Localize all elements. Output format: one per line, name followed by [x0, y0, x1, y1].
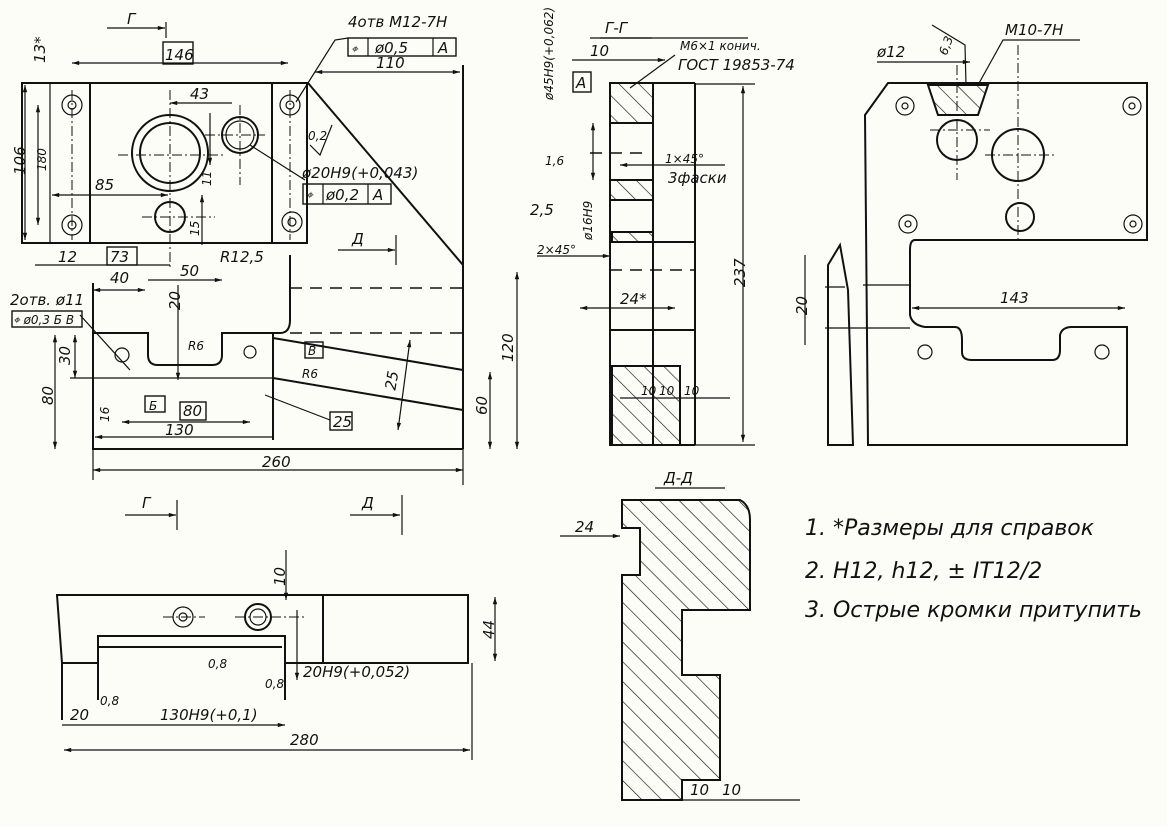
- chamfer-note-3: 2×45°: [537, 243, 576, 257]
- mounting-hole-icon: [895, 96, 1143, 360]
- side-view: ø12 6,3 M10-7H 20 143: [793, 21, 1148, 446]
- dim-50: 50: [180, 262, 199, 280]
- slot-20h9: 20H9(+0,052): [303, 663, 410, 681]
- dim-40: 40: [110, 269, 129, 287]
- dim-16: 16: [98, 406, 112, 422]
- dim-130: 130: [165, 421, 194, 439]
- chamfer-note-2: 3фаски: [668, 169, 727, 187]
- dim-10a-dd: 10: [690, 781, 709, 799]
- dim-12: 12: [58, 248, 77, 266]
- datum-b: Б: [149, 399, 157, 413]
- dim-10-bottom: 10: [271, 567, 289, 586]
- section-mark-g: Г: [127, 10, 137, 28]
- slot-130h9: 130H9(+0,1): [160, 706, 258, 724]
- thread-callout: 4отв M12-7H: [348, 13, 447, 31]
- thread-note-2: ГОСТ 19853-74: [678, 56, 795, 74]
- roughness-08-b: 0,8: [100, 694, 119, 708]
- chamfer-note-1: 1×45°: [665, 152, 704, 166]
- section-mark-g2: Г: [142, 494, 152, 512]
- dim-10c: 10: [684, 384, 700, 398]
- section-g-g: Г-Г 10 M6×1 конич. ГОСТ 19853-74 ø45H9(+…: [530, 7, 795, 446]
- tolerance-frame-3: ⌖ ø0,3 Б В: [13, 313, 74, 327]
- section-dd-title: Д-Д: [663, 469, 693, 487]
- dim-120: 120: [499, 333, 517, 362]
- section-mark-d: Д: [351, 230, 364, 248]
- bore-dim: ø45H9(+0,062): [542, 7, 556, 101]
- roughness-08-c: 0,8: [265, 677, 284, 691]
- svg-text:A: A: [437, 39, 448, 57]
- roughness-25: 2,5: [530, 201, 554, 219]
- dim-80b: 80: [183, 402, 202, 420]
- dim-25: 25: [381, 369, 402, 391]
- dim-24: 24*: [620, 290, 647, 308]
- section-gg-title: Г-Г: [605, 19, 629, 37]
- note-3: 3. Острые кромки притупить: [805, 598, 1142, 623]
- roughness-08-a: 0,8: [208, 657, 227, 671]
- svg-text:A: A: [372, 186, 383, 204]
- dim-11: 11: [200, 171, 214, 186]
- dim-80: 80: [39, 386, 57, 405]
- tolerance-frame-1: ⌖ ø0,5 A: [347, 37, 457, 57]
- plan-view: 146 13* 106 180 43 85 11 15 12 73 R12,5 …: [11, 10, 464, 449]
- dim-30: 30: [56, 346, 74, 365]
- bottom-view: 10 44 0,8 0,8 0,8 20H9(+0,052) 20 130H9(…: [55, 550, 498, 760]
- front-view: 40 50 20 2отв. ø11 ⌖ ø0,3 Б В 30 80 16 R…: [10, 255, 520, 535]
- roughness-02: 0,2: [308, 129, 327, 143]
- dim-20-bottom: 20: [70, 706, 89, 724]
- dim-73: 73: [110, 248, 129, 266]
- dim-146: 146: [165, 46, 194, 64]
- section-mark-d2: Д: [361, 494, 374, 512]
- dim-237: 237: [731, 258, 749, 287]
- dim-24-dd: 24: [575, 518, 594, 536]
- dim-280: 280: [290, 731, 319, 749]
- dim-60: 60: [473, 396, 491, 415]
- radius-r6-b: R6: [302, 367, 318, 381]
- dim-20: 20: [166, 291, 184, 310]
- datum-a: A: [575, 74, 586, 92]
- thread-note-1: M6×1 конич.: [680, 39, 761, 53]
- radius-r6-a: R6: [188, 339, 204, 353]
- radius-label: R12,5: [220, 248, 264, 266]
- dim-10a: 10: [641, 384, 657, 398]
- dim-110: 110: [376, 54, 405, 72]
- section-d-d: Д-Д 24 10 10: [560, 469, 800, 801]
- thread-m10: M10-7H: [1005, 21, 1063, 39]
- svg-text:ø0,5: ø0,5: [374, 39, 408, 57]
- dim-106: 106: [11, 146, 29, 175]
- note-2: 2. H12, h12, ± IT12/2: [805, 559, 1042, 584]
- svg-text:⌖: ⌖: [351, 42, 359, 56]
- dim-13: 13*: [31, 36, 49, 63]
- dim-20-side: 20: [793, 296, 811, 315]
- dim-180: 180: [35, 148, 49, 171]
- dim-43: 43: [190, 85, 209, 103]
- svg-text:⌖: ⌖: [306, 188, 314, 202]
- bore-16: ø16H9: [581, 201, 595, 241]
- dim-44: 44: [480, 620, 498, 639]
- dim-10: 10: [590, 42, 609, 60]
- dim-15: 15: [188, 221, 202, 236]
- holes-callout: 2отв. ø11: [10, 291, 84, 309]
- dim-260: 260: [262, 453, 291, 471]
- dia-12: ø12: [876, 43, 905, 61]
- dim-25-box: 25: [333, 413, 352, 431]
- svg-text:ø0,2: ø0,2: [325, 186, 359, 204]
- dim-10b-dd: 10: [722, 781, 741, 799]
- datum-v: В: [308, 344, 316, 358]
- dim-143: 143: [1000, 289, 1029, 307]
- technical-notes: 1. *Размеры для справок 2. H12, h12, ± I…: [805, 516, 1142, 623]
- roughness-63: 6,3: [936, 34, 956, 57]
- note-1: 1. *Размеры для справок: [805, 516, 1095, 541]
- roughness-16: 1,6: [545, 154, 564, 168]
- hole-callout: ø20H9(+0,043): [301, 164, 418, 182]
- dim-85: 85: [95, 176, 114, 194]
- tolerance-frame-2: ⌖ ø0,2 A: [302, 183, 392, 205]
- dim-10b: 10: [659, 384, 675, 398]
